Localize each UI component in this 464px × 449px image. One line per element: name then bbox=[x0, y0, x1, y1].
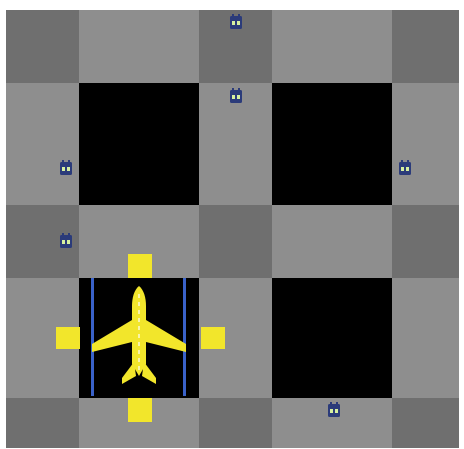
tile-r2-c4[interactable] bbox=[392, 205, 459, 278]
robot-icon[interactable] bbox=[59, 159, 73, 177]
robot-icon[interactable] bbox=[398, 159, 412, 177]
airplane-shape bbox=[90, 284, 188, 388]
robot-icon[interactable] bbox=[327, 401, 341, 419]
tile-r0-c4[interactable] bbox=[392, 10, 459, 83]
tile-r1-c4[interactable] bbox=[392, 83, 459, 205]
tile-r3-c3[interactable] bbox=[272, 278, 392, 398]
robot-icon[interactable] bbox=[229, 87, 243, 105]
move-north-pad[interactable] bbox=[128, 254, 152, 278]
tile-r4-c0[interactable] bbox=[6, 398, 79, 448]
tile-r4-c4[interactable] bbox=[392, 398, 459, 448]
tile-r1-c0[interactable] bbox=[6, 83, 79, 205]
robot-icon[interactable] bbox=[229, 13, 243, 31]
game-board bbox=[6, 10, 459, 448]
tile-r2-c3[interactable] bbox=[272, 205, 392, 278]
move-west-pad[interactable] bbox=[56, 327, 80, 349]
move-east-pad[interactable] bbox=[201, 327, 225, 349]
tile-r0-c1[interactable] bbox=[79, 10, 199, 83]
tile-r2-c2[interactable] bbox=[199, 205, 272, 278]
tile-r1-c1[interactable] bbox=[79, 83, 199, 205]
airplane-icon[interactable] bbox=[90, 284, 188, 392]
tile-r4-c2[interactable] bbox=[199, 398, 272, 448]
move-south-pad[interactable] bbox=[128, 398, 152, 422]
tile-r3-c4[interactable] bbox=[392, 278, 459, 398]
robot-icon[interactable] bbox=[59, 232, 73, 250]
tile-r0-c0[interactable] bbox=[6, 10, 79, 83]
tile-r1-c3[interactable] bbox=[272, 83, 392, 205]
tile-r0-c3[interactable] bbox=[272, 10, 392, 83]
